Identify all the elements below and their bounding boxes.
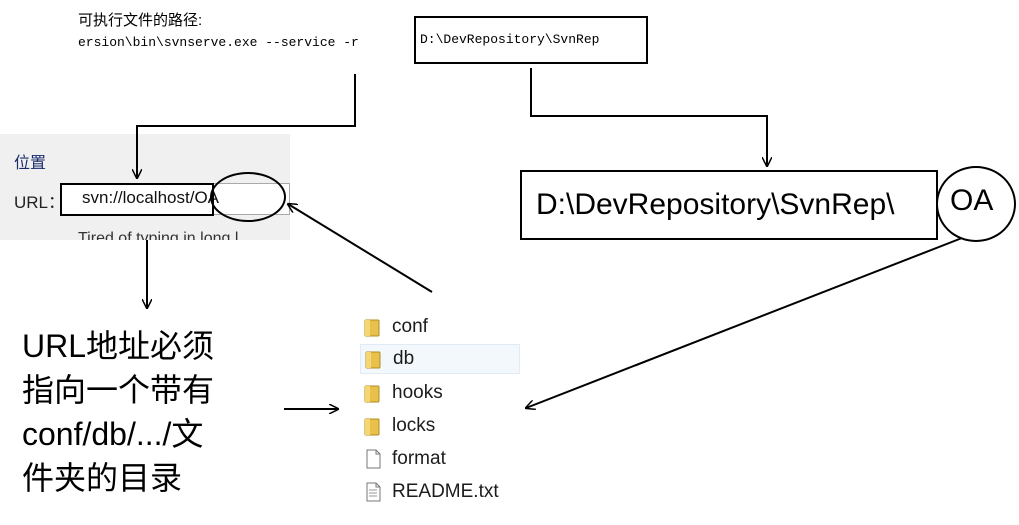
list-item-label: locks <box>392 415 436 436</box>
list-item-label: db <box>393 348 415 369</box>
arrow-folders-to-oa <box>288 204 433 293</box>
arrow-path-to-destination <box>530 68 767 166</box>
panel-title: 位置 <box>14 155 47 172</box>
url-label: URL： <box>14 193 66 212</box>
note-line: 件夹的目录 <box>22 460 183 496</box>
list-item-conf[interactable]: conf <box>362 312 428 342</box>
list-item-hooks[interactable]: hooks <box>362 378 443 408</box>
folder-icon <box>364 319 380 337</box>
oa-circle-left <box>210 172 286 222</box>
list-item-label: format <box>392 448 446 469</box>
list-item-format[interactable]: format <box>362 444 446 474</box>
list-item-locks[interactable]: locks <box>362 411 435 441</box>
note-line: 指向一个带有 <box>22 372 215 408</box>
arrow-oa-to-folders <box>526 237 963 408</box>
arrow-command-to-url <box>137 74 356 178</box>
destination-highlight: OA <box>950 184 994 217</box>
folder-icon <box>364 385 380 403</box>
destination-box: D:\DevRepository\SvnRep\ <box>520 170 938 240</box>
note-line: conf/db/.../文 <box>22 416 204 452</box>
text-file-icon <box>366 482 381 502</box>
url-value: svn://localhost/OA <box>82 188 220 207</box>
folder-icon <box>364 418 380 436</box>
list-item-label: conf <box>392 316 428 337</box>
folder-icon <box>365 351 381 369</box>
note-text: URL地址必须 指向一个带有 conf/db/.../文 件夹的目录 <box>22 324 214 500</box>
list-item-label: hooks <box>392 382 443 403</box>
list-item-readme[interactable]: README.txt <box>362 477 499 507</box>
command-text: ersion\bin\svnserve.exe --service -r <box>78 35 359 50</box>
url-hint: Tired of typing in long l <box>78 230 239 240</box>
list-item-db[interactable]: db <box>360 344 520 374</box>
command-label: 可执行文件的路径: <box>78 12 203 29</box>
file-icon <box>366 449 381 469</box>
folder-list: conf db hooks locks format README.txt <box>342 294 520 525</box>
oa-circle-right <box>936 166 1016 242</box>
note-line: URL地址必须 <box>22 328 215 364</box>
command-path-box: D:\DevRepository\SvnRep <box>414 16 648 64</box>
list-item-label: README.txt <box>392 481 499 502</box>
